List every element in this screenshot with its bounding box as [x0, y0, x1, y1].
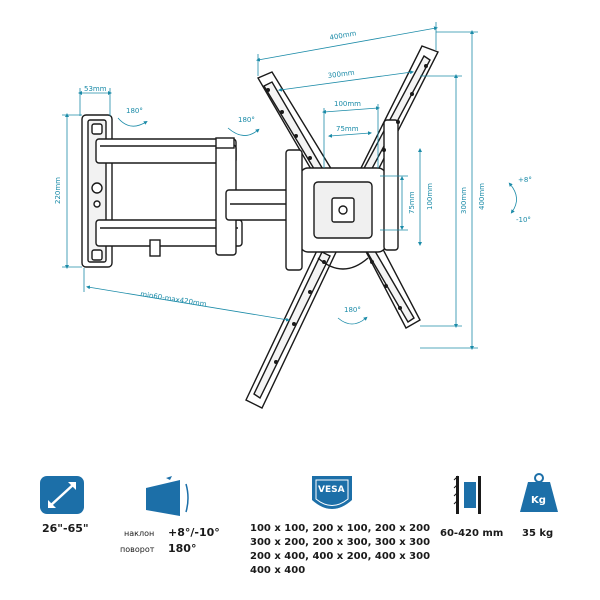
vesa-badge: VESA — [318, 485, 345, 495]
dim-400mm: 400mm — [329, 29, 357, 42]
swivel-label: поворот — [120, 545, 155, 554]
tilt-icon — [142, 476, 192, 522]
extension-icon — [450, 474, 486, 516]
dim-400mm-vertical: 400mm — [478, 183, 486, 210]
vesa-line: 200 x 400, 400 x 200, 400 x 300 — [250, 551, 431, 562]
dim-100mm-vertical: 100mm — [426, 183, 434, 210]
weight-badge: Kg — [531, 495, 546, 506]
dim-75mm-vertical: 75mm — [408, 191, 416, 214]
dim-53mm: 53mm — [84, 85, 107, 93]
vesa-icon — [310, 474, 354, 514]
screen-size-value: 26"-65" — [42, 522, 89, 535]
weight-icon — [518, 472, 560, 514]
dim-300mm-vertical: 300mm — [460, 187, 468, 214]
dim-300mm: 300mm — [327, 69, 355, 80]
dimension-lines — [62, 22, 517, 350]
vesa-line: 300 x 200, 200 x 300, 300 x 300 — [250, 537, 431, 548]
tilt-label: наклон — [124, 529, 155, 538]
vesa-line: 100 x 100, 200 x 100, 200 x 200 — [250, 523, 431, 534]
rotation-screen-label: 180° — [344, 306, 361, 314]
swivel-value: 180° — [168, 542, 197, 555]
weight-value: 35 kg — [522, 528, 554, 539]
vesa-list: 100 x 100, 200 x 100, 200 x 200 300 x 20… — [250, 522, 430, 578]
mount-holes — [266, 64, 428, 364]
rotation-wall-label: 180° — [126, 107, 143, 115]
rotation-arm-label: 180° — [238, 116, 255, 124]
dim-75mm: 75mm — [336, 125, 359, 133]
tilt-up-label: +8° — [518, 176, 532, 184]
swing-arm — [95, 137, 307, 257]
screen-size-icon — [40, 476, 84, 514]
dim-100mm: 100mm — [334, 100, 361, 108]
tilt-down-label: -10° — [516, 216, 531, 224]
tilt-value: +8°/-10° — [168, 526, 220, 539]
vesa-line: 400 x 400 — [250, 565, 306, 576]
dim-220mm: 220mm — [54, 177, 62, 204]
extension-value: 60-420 mm — [440, 528, 504, 539]
dim-extension: min60-max420mm — [140, 290, 207, 308]
